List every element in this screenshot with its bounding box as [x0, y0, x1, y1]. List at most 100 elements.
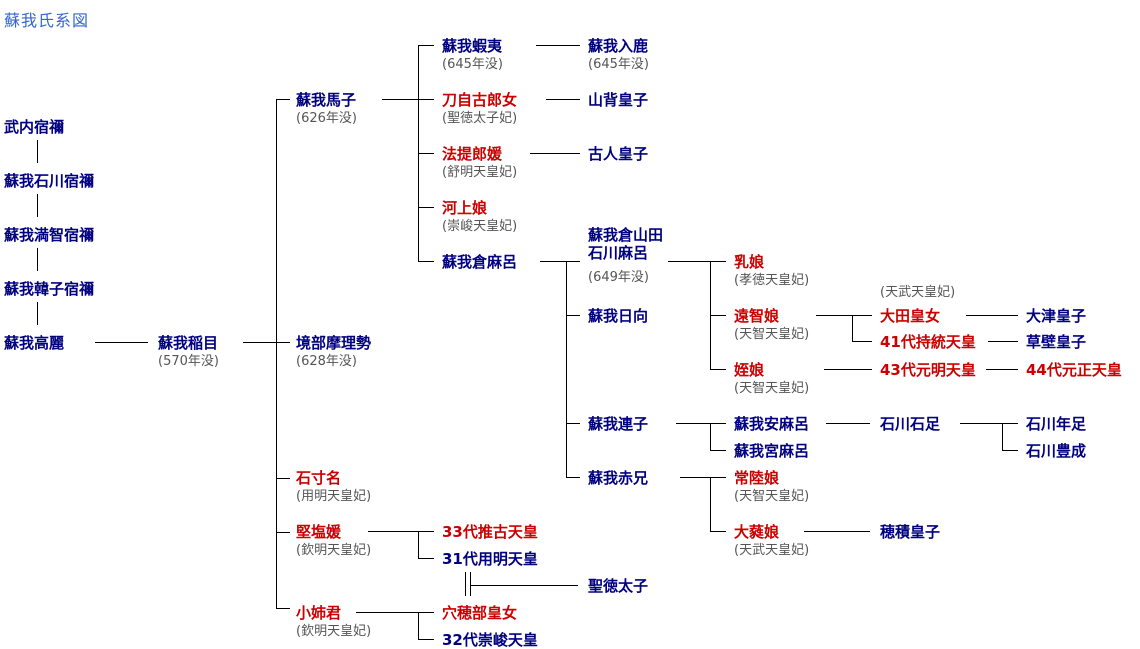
- person-name-line1: 蘇我倉山田: [588, 226, 664, 244]
- person-tojiko: 刀自古郎女 (聖徳太子妃): [442, 91, 517, 128]
- person-name: 蘇我安麻呂: [734, 415, 810, 433]
- person-name: 山背皇子: [588, 91, 649, 109]
- person-name: 蘇我石川宿禰: [4, 172, 95, 190]
- page-title: 蘇我氏系図: [4, 11, 90, 30]
- person-emishi: 蘇我蝦夷 (645年没): [442, 37, 503, 74]
- person-ishitari: 石川石足: [880, 415, 940, 433]
- person-name: 河上娘: [442, 199, 488, 217]
- person-name: 堅塩媛: [296, 523, 342, 541]
- person-name: 蘇我高麗: [4, 334, 65, 352]
- person-mei: 姪娘 (天智天皇妃): [734, 361, 809, 398]
- person-ota: 大田皇女: [880, 307, 940, 325]
- person-name: 石川豊成: [1026, 442, 1087, 460]
- person-onu: 大蕤娘 (天武天皇妃): [734, 523, 809, 560]
- person-hotei: 法提郎媛 (舒明天皇妃): [442, 145, 517, 182]
- person-name: 大蕤娘: [734, 523, 780, 541]
- person-name: 姪娘: [734, 361, 765, 379]
- person-name: 刀自古郎女: [442, 91, 518, 109]
- person-kawakami: 河上娘 (崇峻天皇妃): [442, 199, 517, 236]
- person-name: 蘇我稲目: [158, 334, 219, 352]
- person-note: (舒明天皇妃): [442, 165, 518, 180]
- person-hozumi: 穂積皇子: [880, 523, 940, 541]
- person-note: (645年没): [442, 57, 503, 72]
- person-name: 穴穂部皇女: [442, 604, 518, 622]
- person-note: (天智天皇妃): [734, 489, 810, 504]
- person-name: 蘇我連子: [588, 415, 649, 433]
- person-machi: 蘇我満智宿禰: [4, 226, 94, 244]
- person-shotoku: 聖徳太子: [588, 577, 648, 595]
- person-kurayamada: 蘇我倉山田 石川麻呂 (649年没): [588, 226, 663, 287]
- person-name: 41代持統天皇: [880, 333, 976, 351]
- person-note: (孝徳天皇妃): [734, 273, 810, 288]
- person-otsu: 大津皇子: [1026, 307, 1086, 325]
- person-ishikawa-sukune: 蘇我石川宿禰: [4, 172, 94, 190]
- person-akae: 蘇我赤兄: [588, 469, 648, 487]
- person-kusakabe: 草壁皇子: [1026, 333, 1086, 351]
- person-note: (570年没): [158, 354, 219, 369]
- person-gensho: 44代元正天皇: [1026, 361, 1122, 379]
- person-name: 石川年足: [1026, 415, 1087, 433]
- person-name: 法提郎媛: [442, 145, 503, 163]
- person-yasumaro: 蘇我安麻呂: [734, 415, 809, 433]
- person-name: 31代用明天皇: [442, 550, 538, 568]
- person-note: (649年没): [588, 270, 649, 285]
- person-name: 蘇我韓子宿禰: [4, 280, 95, 298]
- person-note: (626年没): [296, 111, 357, 126]
- person-name: 蘇我倉麻呂: [442, 253, 518, 271]
- person-chinoiratsume: 乳娘 (孝徳天皇妃): [734, 253, 809, 290]
- person-sushun: 32代崇峻天皇: [442, 631, 538, 649]
- person-toyonari: 石川豊成: [1026, 442, 1086, 460]
- person-name: 44代元正天皇: [1026, 361, 1122, 379]
- person-name-line2: 石川麻呂: [588, 244, 649, 262]
- person-miyamaro: 蘇我宮麻呂: [734, 442, 809, 460]
- person-name: 蘇我蝦夷: [442, 37, 503, 55]
- person-hitachi: 常陸娘 (天智天皇妃): [734, 469, 809, 506]
- person-yamashiro: 山背皇子: [588, 91, 648, 109]
- person-koma: 蘇我高麗: [4, 334, 64, 352]
- person-name: 蘇我日向: [588, 307, 649, 325]
- person-ota-note: (天武天皇妃): [880, 285, 956, 300]
- person-ochinoiratsume: 遠智娘 (天智天皇妃): [734, 307, 809, 344]
- person-genmei: 43代元明天皇: [880, 361, 976, 379]
- person-name: 蘇我宮麻呂: [734, 442, 810, 460]
- person-name: 蘇我馬子: [296, 91, 357, 109]
- person-name: 大田皇女: [880, 307, 941, 325]
- person-name: 聖徳太子: [588, 577, 649, 595]
- person-name: 武内宿禰: [4, 118, 65, 136]
- person-name: 穂積皇子: [880, 523, 941, 541]
- person-umako: 蘇我馬子 (626年没): [296, 91, 357, 128]
- person-furuhito: 古人皇子: [588, 145, 648, 163]
- person-karako: 蘇我韓子宿禰: [4, 280, 94, 298]
- person-himuka: 蘇我日向: [588, 307, 648, 325]
- person-yomei: 31代用明天皇: [442, 550, 538, 568]
- person-note: (645年没): [588, 57, 649, 72]
- person-ishikina: 石寸名 (用明天皇妃): [296, 469, 371, 506]
- person-note: (欽明天皇妃): [296, 543, 372, 558]
- person-name: 遠智娘: [734, 307, 780, 325]
- person-name: 石川石足: [880, 415, 941, 433]
- person-jito: 41代持統天皇: [880, 333, 976, 351]
- person-name: 石寸名: [296, 469, 342, 487]
- person-note: (天武天皇妃): [734, 543, 810, 558]
- person-note: (崇峻天皇妃): [442, 219, 518, 234]
- person-name: 常陸娘: [734, 469, 780, 487]
- person-name: 小姉君: [296, 604, 342, 622]
- person-oanegimi: 小姉君 (欽明天皇妃): [296, 604, 371, 641]
- person-toshitari: 石川年足: [1026, 415, 1086, 433]
- person-name: 蘇我赤兄: [588, 469, 649, 487]
- person-name: 43代元明天皇: [880, 361, 976, 379]
- person-suiko: 33代推古天皇: [442, 523, 538, 541]
- person-name: 境部摩理勢: [296, 334, 372, 352]
- person-name: 草壁皇子: [1026, 333, 1087, 351]
- person-name: 33代推古天皇: [442, 523, 538, 541]
- person-name: 蘇我満智宿禰: [4, 226, 95, 244]
- person-anahobe: 穴穂部皇女: [442, 604, 517, 622]
- person-name: 大津皇子: [1026, 307, 1087, 325]
- person-note: (天智天皇妃): [734, 327, 810, 342]
- person-note: (欽明天皇妃): [296, 624, 372, 639]
- person-note: (用明天皇妃): [296, 489, 372, 504]
- person-takeuchi: 武内宿禰: [4, 118, 64, 136]
- person-iruka: 蘇我入鹿 (645年没): [588, 37, 649, 74]
- person-name: 古人皇子: [588, 145, 649, 163]
